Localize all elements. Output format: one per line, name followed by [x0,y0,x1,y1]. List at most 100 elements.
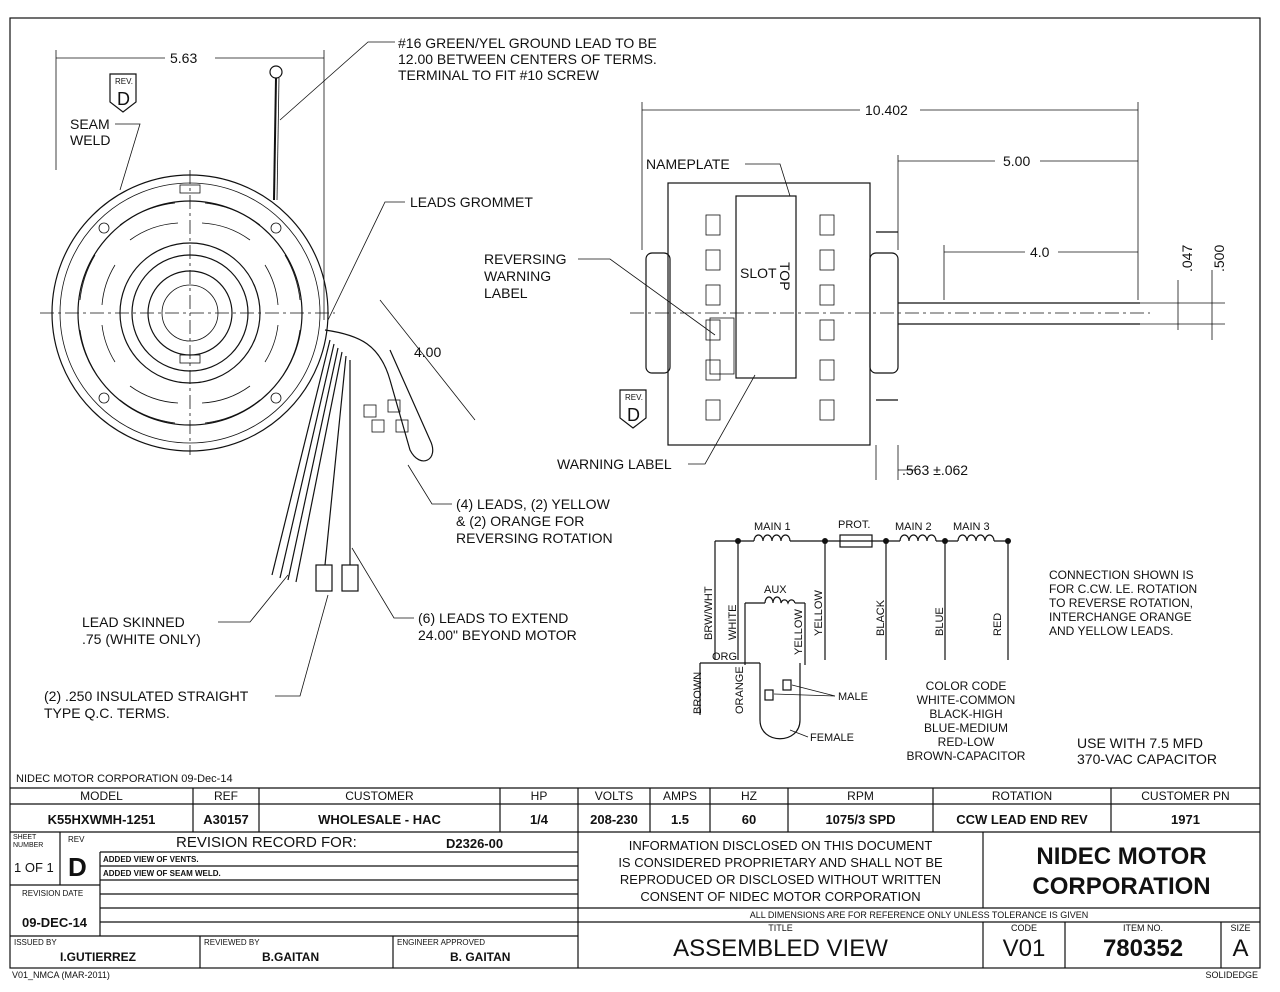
svg-text:RED-LOW: RED-LOW [938,735,995,749]
hdr-hz: HZ [741,789,757,803]
capacitor-note: USE WITH 7.5 MFD 370-VAC CAPACITOR [1077,735,1217,767]
dim-5-00: 5.00 [1003,153,1030,169]
svg-text:(6) LEADS TO EXTEND: (6) LEADS TO EXTEND [418,610,568,626]
svg-text:REVERSING ROTATION: REVERSING ROTATION [456,530,613,546]
val-rotation: CCW LEAD END REV [956,812,1088,827]
svg-text:REV.: REV. [625,393,643,402]
revision-line-1: ADDED VIEW OF VENTS. [103,855,199,864]
svg-text:NAMEPLATE: NAMEPLATE [646,156,730,172]
seam-weld-callout: SEAM WELD [70,116,141,191]
top-note: NIDEC MOTOR CORPORATION 09-Dec-14 [16,773,233,785]
svg-text:MAIN 3: MAIN 3 [953,521,990,533]
color-code-note: COLOR CODE WHITE-COMMON BLACK-HIGH BLUE-… [907,679,1026,763]
issued-by-label: ISSUED BY [14,938,57,947]
nameplate-callout: NAMEPLATE [646,156,791,197]
svg-text:ORANGE: ORANGE [734,666,746,714]
side-view: SLOT TOP [630,182,1150,446]
svg-text:.75 (WHITE ONLY): .75 (WHITE ONLY) [82,631,201,647]
item-value: 780352 [1102,935,1184,962]
svg-text:ORG: ORG [712,651,737,663]
svg-text:WARNING: WARNING [484,268,551,284]
svg-text:LEAD SKINNED: LEAD SKINNED [82,614,185,630]
rev-tag-2: REV. D [619,389,647,429]
dim-563: .563 ±.062 [902,462,968,478]
four-leads-callout: (4) LEADS, (2) YELLOW & (2) ORANGE FOR R… [407,464,613,546]
revision-date: 09-DEC-14 [22,915,88,930]
rev-tag-1: REV. D [109,73,137,113]
val-ref: A30157 [203,812,249,827]
end-view [40,65,434,592]
reviewed-by: B.GAITAN [262,950,320,964]
footer-left: V01_NMCA (MAR-2011) [12,970,110,980]
hdr-customer: CUSTOMER [345,789,414,803]
svg-text:BLUE-MEDIUM: BLUE-MEDIUM [924,721,1008,735]
val-amps: 1.5 [670,812,690,827]
connection-note: CONNECTION SHOWN IS FOR C.CW. LE. ROTATI… [1049,568,1197,638]
svg-text:MAIN 2: MAIN 2 [895,521,932,533]
hdr-amps: AMPS [662,789,697,803]
code-label: CODE [1010,923,1037,933]
svg-text:(2) .250 INSULATED STRAIGHT: (2) .250 INSULATED STRAIGHT [44,688,249,704]
svg-text:MALE: MALE [838,691,868,703]
sheet-number: 1 OF 1 [14,860,54,875]
revision-record-label: REVISION RECORD FOR: [176,834,357,851]
svg-text:AUX: AUX [764,584,787,596]
size-value: A [1232,935,1249,962]
val-model: K55HXWMH-1251 [47,812,156,827]
svg-text:FOR C.CW. LE. ROTATION: FOR C.CW. LE. ROTATION [1049,582,1197,596]
revision-line-2: ADDED VIEW OF SEAM WELD. [103,869,221,878]
dim-4-00: 4.00 [414,344,441,360]
warning-label-callout: WARNING LABEL [557,374,756,472]
val-hz: 60 [741,812,757,827]
dim-500: .500 [1211,245,1227,272]
val-rpm: 1075/3 SPD [825,812,896,827]
six-leads-callout: (6) LEADS TO EXTEND 24.00" BEYOND MOTOR [351,547,577,643]
dimension-note: ALL DIMENSIONS ARE FOR REFERENCE ONLY UN… [749,910,1089,920]
svg-text:WHITE-COMMON: WHITE-COMMON [917,693,1016,707]
svg-text:BLACK: BLACK [875,599,887,636]
svg-text:BRW/WHT: BRW/WHT [703,586,715,640]
svg-text:PROT.: PROT. [838,519,870,531]
svg-text:BLUE: BLUE [934,607,946,636]
rev-value: D [68,852,87,882]
dim-5-63: 5.63 [170,50,197,66]
revision-date-label: REVISION DATE [22,889,84,898]
item-label: ITEM NO. [1123,923,1163,933]
terms-callout: (2) .250 INSULATED STRAIGHT TYPE Q.C. TE… [44,594,329,721]
svg-text:#16 GREEN/YEL GROUND LEAD TO B: #16 GREEN/YEL GROUND LEAD TO BE [398,35,657,51]
svg-text:LABEL: LABEL [484,285,528,301]
ground-lead-callout: #16 GREEN/YEL GROUND LEAD TO BE 12.00 BE… [279,35,657,121]
svg-text:FEMALE: FEMALE [810,732,854,744]
hdr-ref: REF [214,789,238,803]
val-customer-pn: 1971 [1171,812,1200,827]
svg-text:WHITE: WHITE [727,605,739,640]
svg-text:USE WITH 7.5 MFD: USE WITH 7.5 MFD [1077,735,1203,751]
val-hp: 1/4 [529,812,549,827]
svg-text:REVERSING: REVERSING [484,251,566,267]
issued-by: I.GUTIERREZ [60,950,137,964]
slot-label: SLOT [740,265,777,281]
svg-text:BROWN: BROWN [692,672,704,714]
svg-text:REV.: REV. [115,77,133,86]
hdr-rotation: ROTATION [991,789,1053,803]
svg-text:(4) LEADS, (2) YELLOW: (4) LEADS, (2) YELLOW [456,496,611,512]
svg-text:CONNECTION SHOWN IS: CONNECTION SHOWN IS [1049,568,1194,582]
rev-label: REV [68,835,85,844]
svg-text:LEADS GROMMET: LEADS GROMMET [410,194,533,210]
svg-text:AND YELLOW LEADS.: AND YELLOW LEADS. [1049,624,1174,638]
company-name: NIDEC MOTOR CORPORATION [1032,843,1211,900]
svg-text:TO REVERSE ROTATION,: TO REVERSE ROTATION, [1049,596,1193,610]
hdr-customer-pn: CUSTOMER PN [1141,789,1230,803]
svg-text:WARNING LABEL: WARNING LABEL [557,456,672,472]
engineer-label: ENGINEER APPROVED [397,938,486,947]
svg-text:370-VAC CAPACITOR: 370-VAC CAPACITOR [1077,751,1217,767]
sheet-number-label: SHEET NUMBER [13,834,44,849]
title-block-grid [10,787,1260,968]
svg-text:TYPE Q.C. TERMS.: TYPE Q.C. TERMS. [44,705,170,721]
svg-text:INTERCHANGE ORANGE: INTERCHANGE ORANGE [1049,610,1192,624]
svg-text:WELD: WELD [70,132,110,148]
dim-10-402: 10.402 [865,102,908,118]
leads-grommet-callout: LEADS GROMMET [327,194,533,321]
svg-text:12.00 BETWEEN CENTERS OF TERMS: 12.00 BETWEEN CENTERS OF TERMS. [398,51,657,67]
